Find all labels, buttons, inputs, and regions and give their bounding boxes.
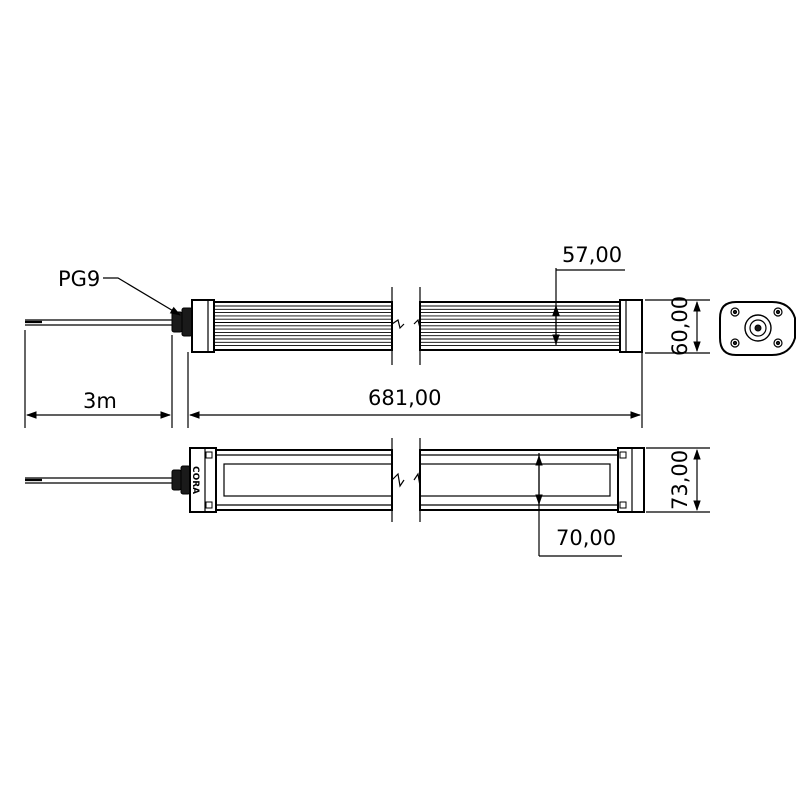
cable-top xyxy=(25,319,172,326)
dim-57-label: 57,00 xyxy=(562,243,622,267)
dim-70 xyxy=(535,453,622,557)
dim-681 xyxy=(187,352,643,428)
ribs-left xyxy=(214,305,392,347)
break-marks-bottom xyxy=(391,438,421,522)
pg9-callout: PG9 xyxy=(58,267,181,316)
dim-57 xyxy=(552,268,625,346)
dim-60-label: 60,00 xyxy=(668,296,692,356)
dim-73-label: 73,00 xyxy=(668,450,692,510)
end-view xyxy=(719,301,796,356)
cable-bottom xyxy=(25,477,172,484)
dim-3m-label: 3m xyxy=(83,389,117,413)
dim-60 xyxy=(645,299,710,354)
dim-681-label: 681,00 xyxy=(368,386,441,410)
brand-logo: CORA xyxy=(190,466,200,494)
pg9-label: PG9 xyxy=(58,267,100,291)
right-end-cap-bottom xyxy=(617,447,645,513)
right-end-cap-top xyxy=(619,299,643,353)
dim-73 xyxy=(646,447,710,513)
side-view xyxy=(25,268,643,365)
left-end-cap-top xyxy=(191,299,215,353)
front-view: CORA xyxy=(25,438,645,557)
break-marks-top xyxy=(391,287,421,365)
dim-70-label: 70,00 xyxy=(556,526,616,550)
gland-bottom xyxy=(171,465,191,495)
body-left-bottom xyxy=(215,449,393,511)
ribs-right xyxy=(420,305,620,347)
body-right-bottom xyxy=(419,449,619,511)
dim-3m xyxy=(24,330,173,428)
